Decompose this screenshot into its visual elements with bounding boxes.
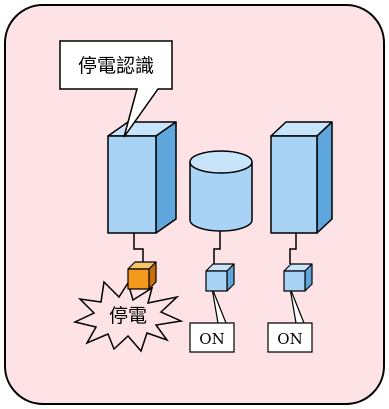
burst-shape (72, 280, 184, 353)
server-tower-icon (107, 121, 177, 234)
recognition-callout: 停電認識 (59, 40, 173, 138)
explosion-burst-icon: 停電 (72, 280, 184, 353)
connector-middle (213, 231, 221, 264)
on-callout-1-text: ON (199, 330, 224, 348)
connector-right (289, 231, 297, 264)
burst-text: 停電 (109, 305, 147, 327)
switch-box-icon (127, 261, 157, 290)
on-callout-2-text: ON (277, 330, 302, 348)
connection-lines (133, 231, 297, 264)
switch-box-icon (205, 263, 235, 292)
on-callout-2: ON (267, 287, 313, 353)
switch-box-icon (283, 263, 313, 292)
server-tower-icon (270, 121, 333, 234)
connector-left (133, 231, 144, 264)
callout-text: 停電認識 (78, 55, 154, 77)
database-cylinder-icon (189, 150, 253, 232)
callout-shape (59, 40, 173, 138)
